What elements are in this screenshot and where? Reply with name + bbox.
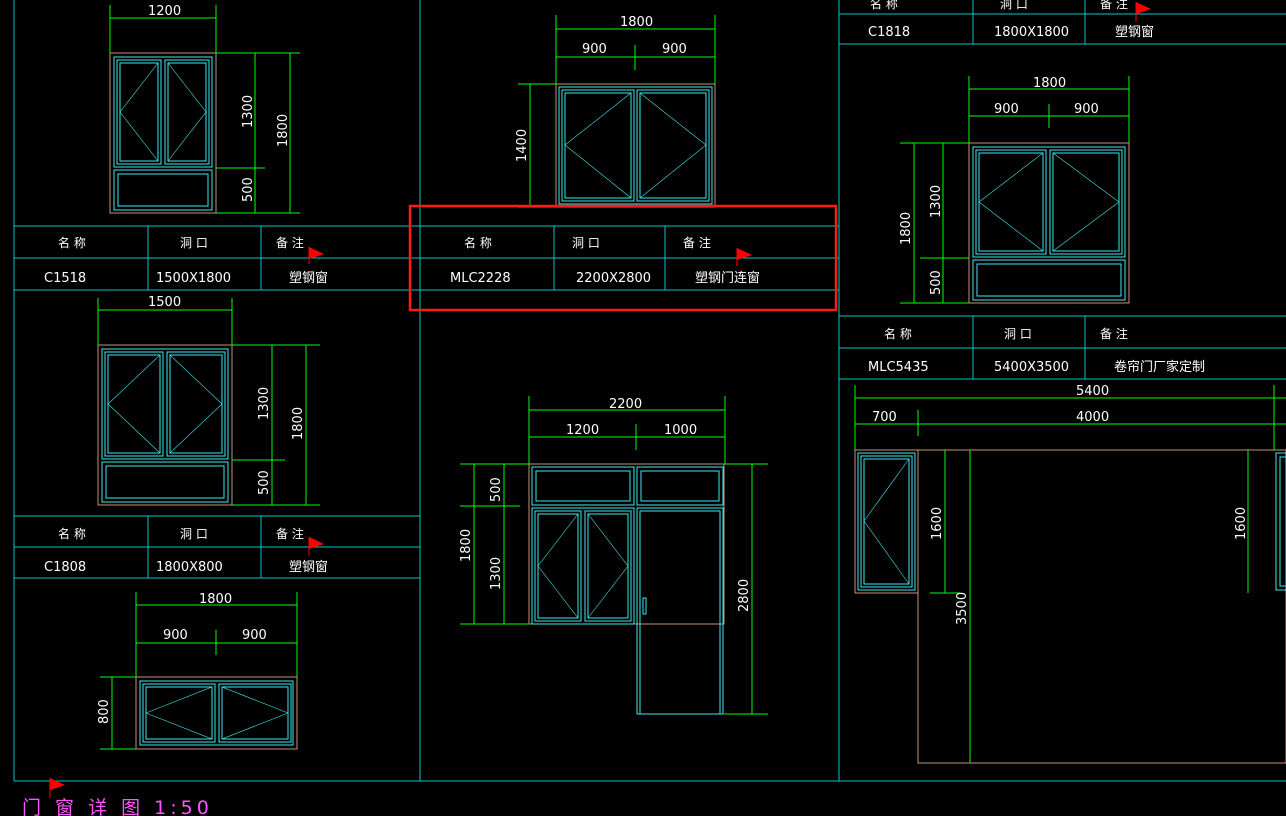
flag-icon xyxy=(308,537,324,556)
dim-c1818-lower: 500 xyxy=(929,270,944,295)
marker-flags xyxy=(49,2,1151,798)
dim-mlc2228-door: 2800 xyxy=(737,579,752,612)
schedule-c1818: 名 称 洞 口 备 注 C1818 1800X1800 塑钢窗 xyxy=(868,0,1154,40)
dim-mlc2228-top: 500 xyxy=(489,477,504,502)
dimensions-mlc5435 xyxy=(854,385,1286,763)
window-elevation-c1818 xyxy=(968,142,1130,304)
dim-top-height: 1400 xyxy=(515,129,530,162)
window-elevation-w1 xyxy=(109,52,217,214)
dim-c1818-upper: 1300 xyxy=(929,185,944,218)
dim-w1-upper: 1300 xyxy=(241,95,256,128)
drawing-title: 门 窗 详 图 1:50 xyxy=(22,797,213,816)
header-name: 名 称 xyxy=(464,235,492,250)
dim-mlc2228-left: 1200 xyxy=(566,423,599,438)
dim-c1818-width: 1800 xyxy=(1033,76,1066,91)
dim-mlc5435-window-h: 1600 xyxy=(930,507,945,540)
header-name: 名 称 xyxy=(58,526,86,541)
dimensions-c1808 xyxy=(100,592,298,750)
dim-c1808-right: 900 xyxy=(242,628,267,643)
dim-mlc5435-side: 700 xyxy=(872,410,897,425)
cell-remark: 卷帘门厂家定制 xyxy=(1114,359,1205,375)
dim-mlc2228-mid: 1300 xyxy=(489,557,504,590)
dim-c1518-total: 1800 xyxy=(291,407,306,440)
dimensions-c1518 xyxy=(97,298,320,506)
schedule-mlc5435: 名 称 洞 口 备 注 MLC5435 5400X3500 卷帘门厂家定制 xyxy=(868,326,1205,375)
cell-remark: 塑钢门连窗 xyxy=(695,270,760,286)
cell-name: MLC5435 xyxy=(868,360,929,375)
cell-remark: 塑钢窗 xyxy=(1115,24,1154,40)
flag-icon xyxy=(736,248,752,266)
highlight-box-mlc2228 xyxy=(408,204,838,312)
cell-opening: 2200X2800 xyxy=(576,271,651,286)
cell-name: MLC2228 xyxy=(450,271,511,286)
cell-opening: 5400X3500 xyxy=(994,360,1069,375)
schedule-c1518: 名 称 洞 口 备 注 C1518 1500X1800 塑钢窗 xyxy=(44,235,328,286)
dim-c1818-total: 1800 xyxy=(899,212,914,245)
door-window-elevation-mlc5435 xyxy=(854,449,1286,764)
window-elevation-c1518 xyxy=(97,344,233,506)
schedule-mlc2228: 名 称 洞 口 备 注 MLC2228 2200X2800 塑钢门连窗 xyxy=(450,235,760,286)
header-name: 名 称 xyxy=(870,0,898,11)
dimensions-w1 xyxy=(109,5,300,214)
cell-opening: 1800X1800 xyxy=(994,25,1069,40)
dim-c1518-width: 1500 xyxy=(148,295,181,310)
window-elevation-c1808 xyxy=(135,676,298,750)
dim-mlc2228-width: 2200 xyxy=(609,397,642,412)
dimensions-mlc2228 xyxy=(460,396,768,715)
dim-c1808-height: 800 xyxy=(97,699,112,724)
header-opening: 洞 口 xyxy=(1004,327,1032,341)
cell-name: C1808 xyxy=(44,560,86,575)
window-elevation-top-center xyxy=(555,83,716,208)
cell-opening: 1800X800 xyxy=(156,560,223,575)
dim-c1818-left: 900 xyxy=(994,102,1019,117)
sheet-grid xyxy=(13,0,1286,782)
door-window-elevation-mlc2228 xyxy=(528,463,725,715)
header-remark: 备 注 xyxy=(276,526,304,541)
cell-remark: 塑钢窗 xyxy=(289,559,328,575)
dim-top-left: 900 xyxy=(582,42,607,57)
flag-icon xyxy=(308,247,324,264)
header-opening: 洞 口 xyxy=(180,527,208,541)
dim-mlc5435-main: 4000 xyxy=(1076,410,1109,425)
dim-mlc2228-right: 1000 xyxy=(664,423,697,438)
header-name: 名 称 xyxy=(884,326,912,341)
dim-mlc5435-height: 3500 xyxy=(955,592,970,625)
cell-name: C1518 xyxy=(44,271,86,286)
dim-c1808-width: 1800 xyxy=(199,592,232,607)
flag-icon xyxy=(1135,2,1151,22)
header-remark: 备 注 xyxy=(1100,326,1128,341)
header-remark: 备 注 xyxy=(1100,0,1128,11)
header-name: 名 称 xyxy=(58,235,86,250)
header-opening: 洞 口 xyxy=(1000,0,1028,11)
schedule-c1808: 名 称 洞 口 备 注 C1808 1800X800 塑钢窗 xyxy=(44,526,328,575)
dim-c1518-lower: 500 xyxy=(257,470,272,495)
dim-top-width: 1800 xyxy=(620,15,653,30)
dim-mlc2228-window-total: 1800 xyxy=(459,529,474,562)
header-remark: 备 注 xyxy=(683,235,711,250)
dim-top-right: 900 xyxy=(662,42,687,57)
dimensions-c1818 xyxy=(900,76,1130,304)
dim-w1-total: 1800 xyxy=(276,114,291,147)
dim-mlc5435-window-h-right: 1600 xyxy=(1234,507,1249,540)
cell-remark: 塑钢窗 xyxy=(289,270,328,286)
cell-name: C1818 xyxy=(868,25,910,40)
cell-opening: 1500X1800 xyxy=(156,271,231,286)
dim-w1-lower: 500 xyxy=(241,177,256,202)
flag-icon xyxy=(49,778,65,798)
dim-c1518-upper: 1300 xyxy=(257,387,272,420)
header-opening: 洞 口 xyxy=(180,236,208,250)
dim-c1808-left: 900 xyxy=(163,628,188,643)
dim-c1818-right: 900 xyxy=(1074,102,1099,117)
header-remark: 备 注 xyxy=(276,235,304,250)
header-opening: 洞 口 xyxy=(572,236,600,250)
dim-mlc5435-width: 5400 xyxy=(1076,384,1109,399)
dim-w1-width: 1200 xyxy=(148,4,181,19)
